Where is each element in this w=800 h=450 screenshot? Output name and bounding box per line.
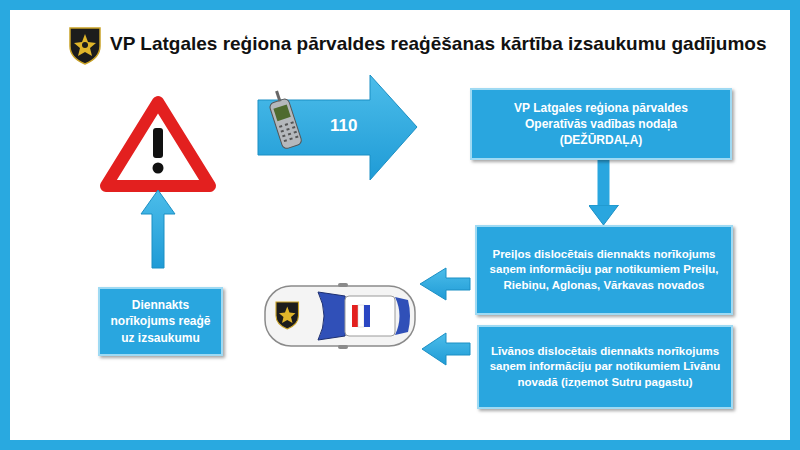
left-arrow (422, 333, 470, 365)
left-arrow (420, 268, 470, 300)
emergency-number: 110 (330, 116, 357, 136)
box-text: Diennakts norīkojums reaģē uz izsaukumu (110, 297, 211, 346)
process-box: Līvānos dislocētais diennakts norīkojums… (477, 325, 733, 409)
ground (10, 10, 790, 440)
box-text: VP Latgales reģiona pārvaldes Operatīvās… (482, 100, 720, 149)
process-box: Preiļos dislocētais diennakts norīkojums… (475, 225, 733, 315)
title: VP Latgales reģiona pārvaldes reaģēšanas… (110, 33, 760, 55)
flow-arrow (598, 160, 610, 205)
box-text: Preiļos dislocētais diennakts norīkojums… (487, 247, 721, 294)
up-arrow (141, 190, 175, 268)
process-box: Diennakts norīkojums reaģē uz izsaukumu (98, 287, 223, 356)
call-arrow (258, 75, 417, 180)
phone-icon (266, 88, 303, 149)
box-text: Līvānos dislocētais diennakts norīkojums… (489, 344, 721, 391)
police-logo (70, 28, 100, 64)
process-box: VP Latgales reģiona pārvaldes Operatīvās… (470, 88, 732, 160)
police-car (265, 283, 415, 349)
warning-sign (106, 102, 210, 186)
